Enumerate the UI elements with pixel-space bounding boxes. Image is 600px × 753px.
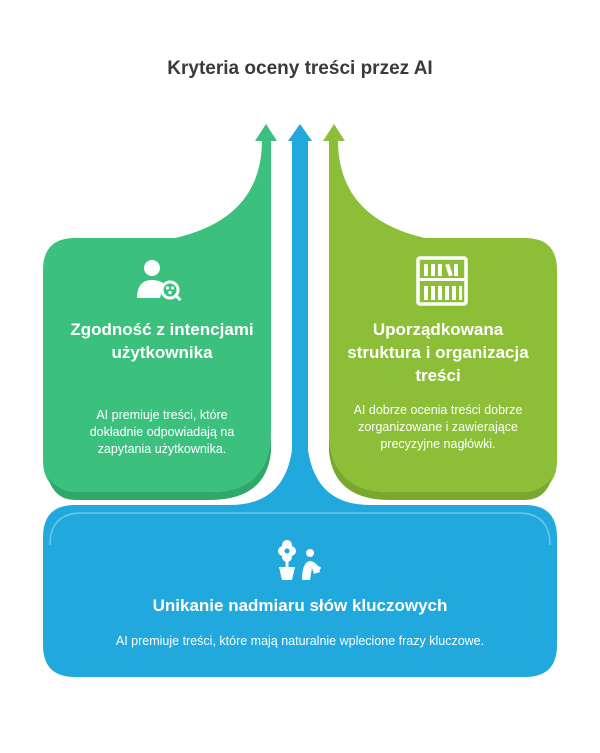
left-card-shade: [48, 430, 271, 500]
bottom-card-shape: [43, 140, 557, 677]
right-card-description: AI dobrze ocenia treści dobrze zorganizo…: [353, 403, 523, 451]
bookshelf-icon: [416, 256, 468, 306]
center-arrow-head: [288, 124, 312, 141]
left-card-description: AI premiuje treści, które dokładnie odpo…: [89, 408, 235, 456]
bottom-card-description: AI premiuje treści, które mają naturalni…: [115, 634, 485, 648]
right-card-shape: [329, 140, 557, 492]
left-card: [43, 124, 277, 500]
right-card-shade: [329, 430, 552, 500]
right-card-title: Uporządkowana struktura i organizacja tr…: [347, 320, 529, 385]
bottom-card: [43, 124, 557, 677]
right-card: [323, 124, 557, 500]
page-title: Kryteria oceny treści przez AI: [167, 58, 433, 79]
bottom-card-title: Unikanie nadmiaru słów kluczowych: [152, 596, 448, 615]
left-arrow-head: [255, 124, 277, 141]
left-card-title: Zgodność z intencjami użytkownika: [70, 320, 254, 362]
gardening-icon: [278, 540, 322, 580]
right-arrow-head: [323, 124, 345, 141]
bottom-card-inner-line: [49, 512, 551, 546]
user-search-icon: [137, 260, 182, 302]
left-card-shape: [43, 140, 271, 492]
